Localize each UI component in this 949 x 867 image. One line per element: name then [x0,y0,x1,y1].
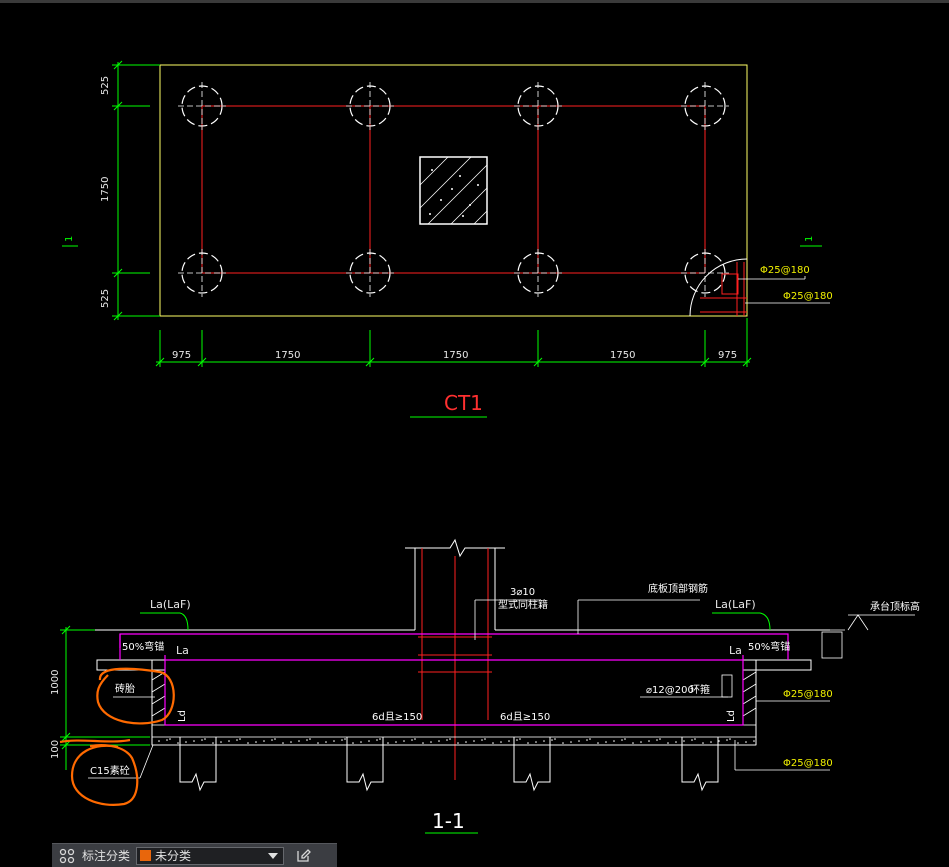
section-rebar-bottom-label: Φ25@180 [783,758,833,769]
horizontal-dimension [155,318,752,367]
brick-note: 砖胎 [115,682,135,695]
cushion-note: C15素砼 [90,764,130,777]
dim-v-525-bottom: 525 [100,289,111,308]
pile [346,82,394,130]
layout-icon[interactable] [56,845,78,867]
ld-left: Ld [177,710,188,722]
side-rebar-suffix: 环箍 [690,683,710,696]
cushion-layer [151,736,757,746]
top-rebar-note: 底板顶部钢筋 [648,582,708,595]
col-note-right: 6d且≥150 [500,711,550,723]
column-section [419,156,488,225]
dim-section-cushion: 100 [50,740,61,759]
section-pile [179,737,217,792]
pile-cap-outline [159,64,748,317]
color-swatch [140,850,152,861]
svg-text:1: 1 [64,236,75,242]
pile [346,249,394,297]
cushion-texture [158,738,755,744]
pile [514,82,562,130]
pile [178,82,226,130]
section-mark-left: 1 [62,236,78,247]
side-rebar-label: ⌀12@200 [646,685,694,696]
pile [681,82,729,130]
section-pile [681,737,719,792]
chevron-down-icon[interactable] [268,852,279,859]
la-short-left: La [176,644,189,657]
anchor-right-label: 50%弯锚 [748,640,790,653]
la-left-label: La(LaF) [150,598,191,611]
stirrup-note-2: 型式同柱籍 [498,598,548,611]
section-pile [346,737,384,792]
anchor-left-label: 50%弯锚 [122,640,164,653]
category-select[interactable]: 未分类 [136,846,285,865]
plan-rebar-grid [201,105,706,274]
brick-walls [151,669,757,726]
plan-title: CT1 [444,391,483,415]
edit-icon[interactable] [292,845,314,867]
stirrup-note-1: 3⌀10 [510,587,535,598]
col-note-left: 6d且≥150 [372,711,422,723]
column-elevation [405,538,505,630]
markup-circle-cushion [59,738,139,806]
markup-circle-brick [96,667,175,725]
pile [178,249,226,297]
pile-group [178,82,729,297]
section-title: 1-1 [432,809,465,833]
section-rebar-side-label: Φ25@180 [783,689,833,700]
plan-rebar-bottom-label: Φ25@180 [783,291,833,302]
ld-right: Ld [726,710,737,722]
dim-h-975-right: 975 [718,350,737,361]
la-right-label: La(LaF) [715,598,756,611]
dim-v-1750: 1750 [100,177,111,202]
dim-h-1750-c: 1750 [610,350,635,361]
cap-outline [95,629,830,745]
section-piles [179,737,719,792]
window-top-strip [0,0,949,3]
cap-rebar-magenta [119,633,789,726]
plan-view: Φ25@180 Φ25@180 525 1750 525 [62,60,833,418]
plan-rebar-top-label: Φ25@180 [760,265,810,276]
la-short-right: La [729,644,742,657]
category-label: 标注分类 [82,849,131,863]
section-view: 1000 100 La(LaF) La 50%弯锚 La(LaF) La 50%… [50,538,920,834]
vertical-dimension [112,60,160,321]
svg-text:1: 1 [804,236,815,242]
pile [514,249,562,297]
section-pile [513,737,551,792]
annotation-toolbar: 标注分类 未分类 [52,843,337,867]
dim-h-975-left: 975 [172,350,191,361]
section-mark-right: 1 [800,236,822,247]
dim-section-height: 1000 [50,670,61,695]
dim-h-1750-b: 1750 [443,350,468,361]
dim-v-525-top: 525 [100,76,111,95]
category-value: 未分类 [155,849,192,863]
pile [681,249,729,297]
corner-detail: Φ25@180 Φ25@180 [689,258,833,317]
dim-h-1750-a: 1750 [275,350,300,361]
cap-top-note: 承台顶标高 [870,600,920,613]
